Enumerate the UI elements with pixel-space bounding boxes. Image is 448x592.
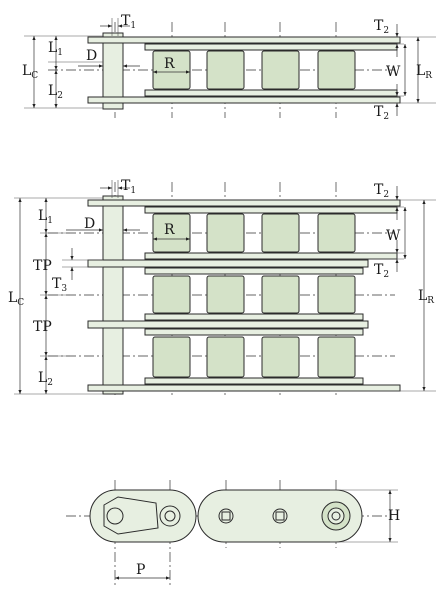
simplex-label-d: D [86,48,97,64]
triplex-label-lr: LR [418,288,434,306]
simplex-label-t1: T1 [121,13,136,31]
side-label-h: H [388,508,400,524]
simplex-label-w: W [386,64,401,80]
simplex-label-t2-bottom: T2 [374,104,389,122]
side-view: H P [66,480,400,585]
triplex-label-lc: LC [8,290,24,308]
side-offset-slot [103,496,159,535]
simplex-label-l1: L1 [48,40,63,58]
simplex-label-r: R [164,56,175,72]
side-label-p: P [136,562,145,578]
triplex-label-tp-2: TP [33,319,52,335]
triplex-label-l1: L1 [38,208,53,226]
simplex-chain-view: T1 L1 LC L2 D R T2 W LR T2 [22,13,436,122]
triplex-label-t2-top: T2 [374,182,389,200]
simplex-label-lc: LC [22,63,38,81]
simplex-label-t2-top: T2 [374,18,389,36]
simplex-roller [152,50,191,90]
triplex-pin [102,195,124,395]
triplex-label-t3: T3 [52,276,67,294]
triplex-label-w: W [386,228,401,244]
triplex-label-t1: T1 [121,178,136,196]
simplex-label-l2: L2 [48,83,63,101]
triplex-chain-view: T1 L1 D R TP T3 LC TP L2 T2 W T2 LR [8,178,436,398]
triplex-label-d: D [84,216,95,232]
simplex-pin [102,32,124,110]
simplex-label-lr: LR [416,63,432,81]
simplex-outer-plate-top [87,36,401,44]
simplex-outer-plate-bottom [87,96,401,104]
triplex-label-tp-1: TP [33,258,52,274]
triplex-label-t2-lower: T2 [374,262,389,280]
triplex-label-r: R [164,222,175,238]
triplex-label-l2: L2 [38,370,53,388]
